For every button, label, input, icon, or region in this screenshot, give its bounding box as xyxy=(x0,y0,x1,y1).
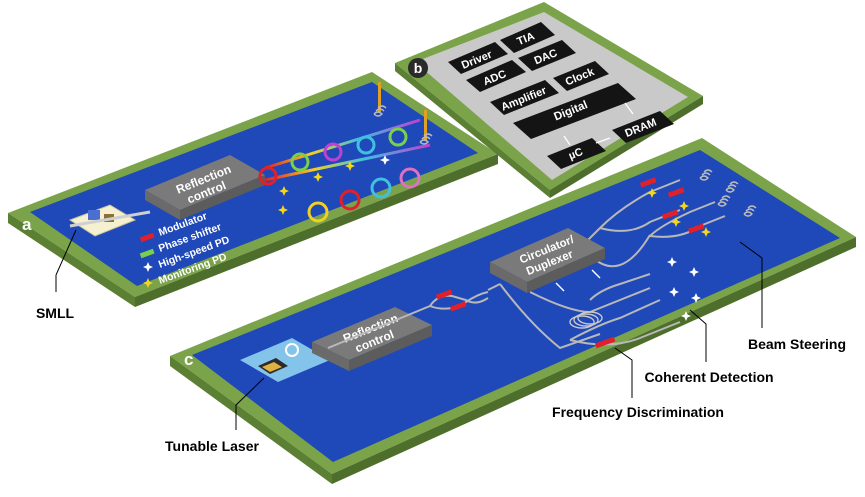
grating-antenna xyxy=(419,110,433,145)
panel-c-letter: c xyxy=(184,350,193,369)
waveguide-bus-lower xyxy=(264,143,431,182)
bus-arrow xyxy=(563,135,571,146)
frequency-discrimination-callout: Frequency Discrimination xyxy=(552,404,724,420)
chip-tia: TIA xyxy=(500,22,555,53)
panel-c-board-surface xyxy=(192,150,840,462)
panel-c-board-side-right xyxy=(332,237,856,484)
ring-resonator xyxy=(307,201,329,223)
legend-swatch-modulator xyxy=(139,232,155,243)
ring-resonator xyxy=(290,152,310,172)
panel-c: c Reflection control xyxy=(165,138,856,484)
tunable-laser-callout: Tunable Laser xyxy=(165,438,259,454)
circulator-duplexer-block: Circulator/ Duplexer xyxy=(490,228,605,293)
beam-steering-callout-line xyxy=(739,241,763,328)
tunable-laser-callout-line xyxy=(235,377,265,430)
chip-dac: DAC xyxy=(518,40,576,71)
bus-arrow xyxy=(624,102,634,115)
frequency-discrimination-callout-line xyxy=(614,347,633,398)
chip-microcontroller: µC xyxy=(547,138,606,169)
panel-b-letter: b xyxy=(414,60,423,76)
grating-antenna xyxy=(373,82,387,117)
signal-arrow xyxy=(591,269,601,279)
ring-resonator xyxy=(258,166,278,186)
modulator xyxy=(449,301,467,312)
modulator xyxy=(687,223,705,234)
panel-b: b Driver TIA ADC DAC Amplifier Clock D xyxy=(395,2,703,198)
ring-resonator xyxy=(388,127,408,147)
legend-swatch-phase-shifter xyxy=(139,248,155,259)
modulator xyxy=(661,209,679,220)
chip-label: µC xyxy=(567,146,585,162)
coherent-detection-callout-line xyxy=(689,309,707,362)
beam-steering-callout: Beam Steering xyxy=(748,336,846,352)
ring-resonator xyxy=(399,167,421,189)
ring-resonator xyxy=(370,177,392,199)
signal-arrow xyxy=(555,282,565,292)
modulator xyxy=(435,289,453,300)
modulator xyxy=(594,336,616,349)
modulator xyxy=(667,187,685,198)
delay-coil xyxy=(569,311,603,329)
coherent-detection-callout: Coherent Detection xyxy=(644,369,773,385)
tunable-laser xyxy=(240,338,330,382)
smll-callout: SMLL xyxy=(36,305,75,321)
bus-arrow xyxy=(595,137,611,144)
ring-resonator xyxy=(323,142,343,162)
modulator xyxy=(639,177,657,188)
ring-resonator xyxy=(339,189,361,211)
panel-a: a Reflection control xyxy=(8,72,498,321)
smll-chip xyxy=(68,204,151,237)
panel-a-letter: a xyxy=(22,215,32,234)
panel-b-letter-badge xyxy=(408,58,428,78)
smll-callout-line xyxy=(55,229,77,276)
ring-resonator xyxy=(356,135,376,155)
panel-b-board-side xyxy=(395,63,550,198)
panel-c-board-side xyxy=(170,356,332,484)
panel-a-board-side xyxy=(8,213,135,307)
panel-a-board-side-right xyxy=(135,154,498,307)
